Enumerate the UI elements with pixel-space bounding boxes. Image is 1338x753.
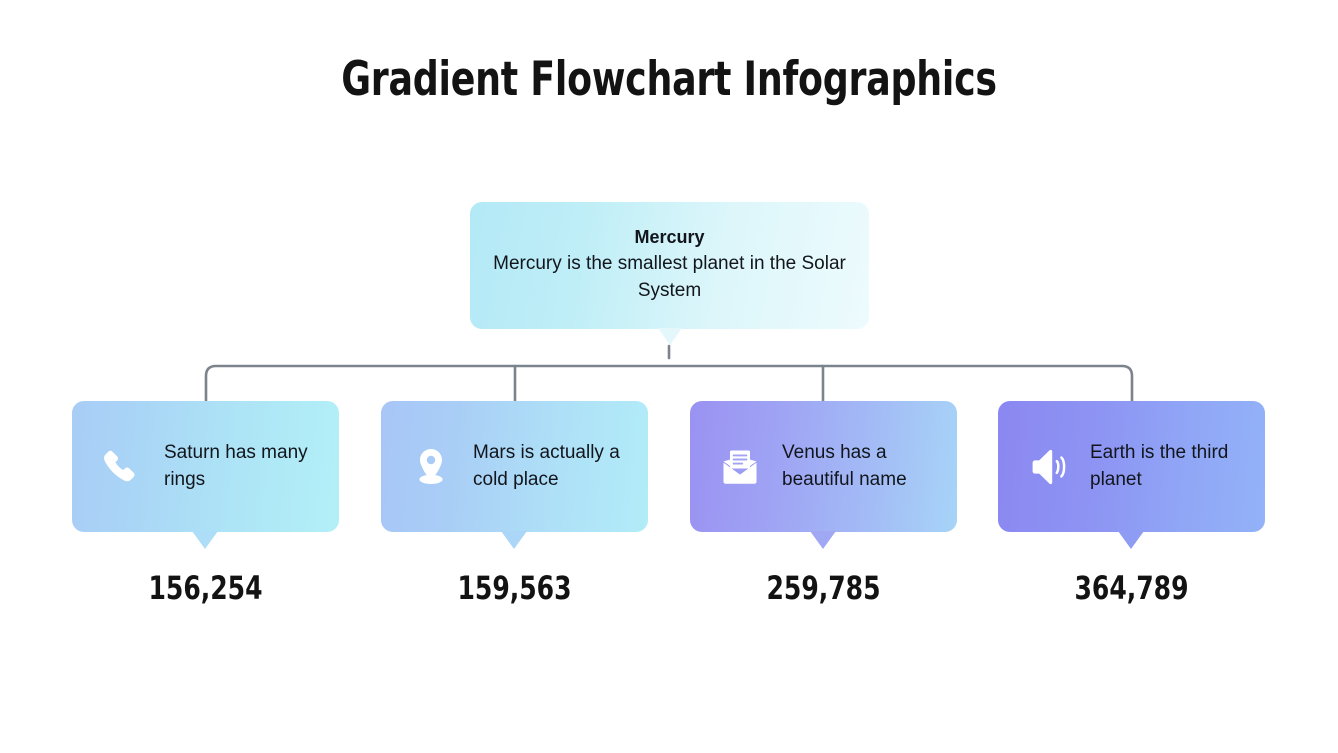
phone-icon [98, 443, 146, 491]
root-card-mercury[interactable]: Mercury Mercury is the smallest planet i… [470, 202, 869, 329]
card-saturn-text: Saturn has many rings [164, 442, 308, 490]
page-title: Gradient Flowchart Infographics [341, 52, 997, 107]
card-earth-number: 364,789 [1074, 569, 1189, 607]
card-mars[interactable]: Mars is actually a cold place [381, 401, 648, 532]
card-venus[interactable]: Venus has a beautiful name [690, 401, 957, 532]
speaker-volume-icon [1024, 443, 1072, 491]
connector-bus [204, 364, 1134, 403]
card-earth-text: Earth is the third planet [1090, 442, 1229, 490]
card-saturn[interactable]: Saturn has many rings [72, 401, 339, 532]
location-pin-icon [407, 443, 455, 491]
card-mars-text: Mars is actually a cold place [473, 442, 620, 490]
card-mars-number: 159,563 [457, 569, 572, 607]
root-card-tail [658, 328, 682, 345]
root-card-description: Mercury is the smallest planet in the So… [493, 252, 846, 301]
card-venus-tail [810, 531, 836, 549]
card-venus-text: Venus has a beautiful name [782, 442, 907, 490]
card-saturn-tail [192, 531, 218, 549]
card-saturn-number: 156,254 [148, 569, 263, 607]
card-earth-tail [1118, 531, 1144, 549]
root-card-title: Mercury [634, 227, 705, 248]
open-envelope-icon [716, 443, 764, 491]
card-venus-number: 259,785 [766, 569, 881, 607]
card-mars-tail [501, 531, 527, 549]
card-earth[interactable]: Earth is the third planet [998, 401, 1265, 532]
